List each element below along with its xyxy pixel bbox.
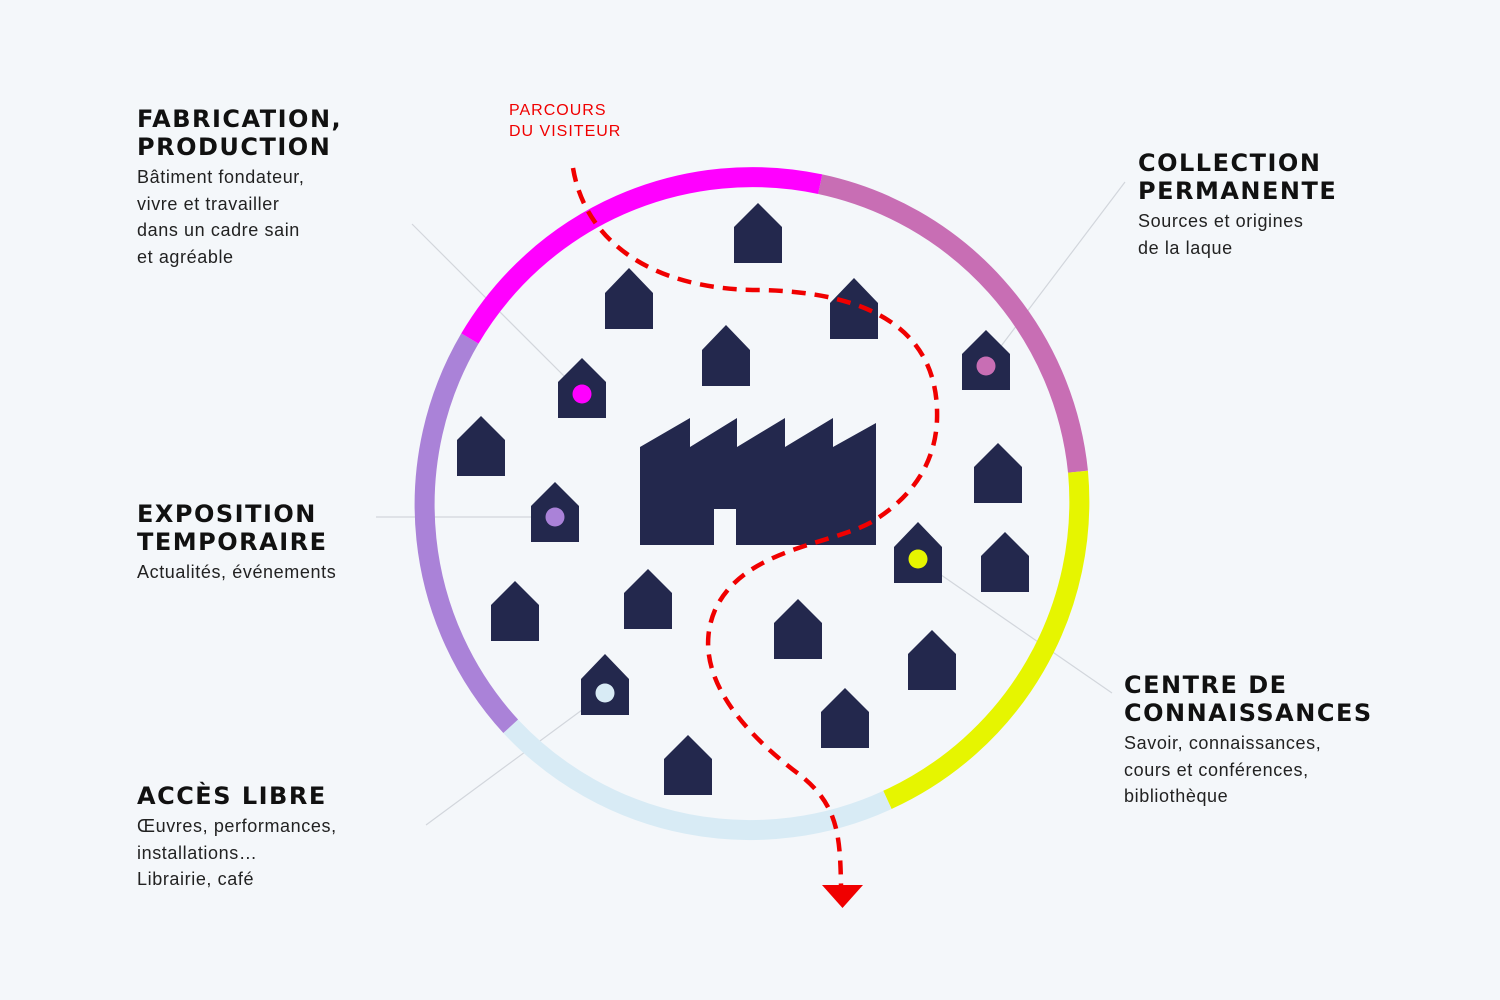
zone-description: Œuvres, performances, installations… Lib… — [137, 816, 337, 889]
house-icon — [702, 325, 750, 386]
zone-label-acces: ACCÈS LIBRE Œuvres, performances, instal… — [137, 782, 337, 893]
house-icon — [624, 569, 672, 629]
leader-line-centre — [917, 558, 1113, 694]
zone-title-line: CENTRE DE — [1124, 671, 1288, 699]
ring-segment-collection — [818, 174, 1088, 473]
factory-icon — [640, 418, 876, 545]
zone-description: Bâtiment fondateur, vivre et travailler … — [137, 167, 305, 267]
zone-title-line: PERMANENTE — [1138, 177, 1338, 205]
house-icon — [821, 688, 869, 748]
visitor-path — [570, 167, 940, 886]
zone-label-collection: COLLECTION PERMANENTE Sources et origine… — [1138, 149, 1337, 261]
visitor-path-arrowhead — [822, 885, 863, 908]
house-icon — [491, 581, 539, 641]
house-icon — [664, 735, 712, 795]
zone-title-line: CONNAISSANCES — [1124, 699, 1373, 727]
leader-line-acces — [425, 692, 606, 826]
house-icon — [830, 278, 878, 339]
zone-label-exposition: EXPOSITION TEMPORAIRE Actualités, événem… — [137, 500, 336, 586]
marker-collection — [976, 356, 996, 376]
marker-acces — [595, 683, 615, 703]
zone-title-line: EXPOSITION — [137, 500, 317, 528]
visitor-path-label: PARCOURS DU VISITEUR — [509, 102, 622, 140]
zone-markers — [545, 356, 996, 703]
house-icon — [974, 443, 1022, 503]
houses — [457, 203, 1029, 795]
marker-exposition — [545, 507, 565, 527]
zone-title-line: FABRICATION, — [137, 105, 343, 133]
leader-line-collection — [985, 181, 1126, 367]
house-icon — [908, 630, 956, 690]
marker-fabrication — [572, 384, 592, 404]
house-icon — [774, 599, 822, 659]
zone-description: Sources et origines de la laque — [1138, 211, 1304, 258]
ring-segment-exposition — [414, 333, 519, 734]
zone-label-fabrication: FABRICATION, PRODUCTION Bâtiment fondate… — [137, 105, 342, 270]
zone-description: Savoir, connaissances, cours et conféren… — [1124, 733, 1322, 806]
house-icon — [734, 203, 782, 263]
marker-centre — [908, 549, 928, 569]
zone-title: FABRICATION, PRODUCTION — [137, 105, 342, 161]
zone-title: COLLECTION PERMANENTE — [1138, 149, 1337, 205]
zone-title: ACCÈS LIBRE — [137, 782, 337, 810]
zone-ring — [414, 167, 1090, 841]
house-icon — [605, 268, 653, 329]
house-icon — [457, 416, 505, 476]
zone-description: Actualités, événements — [137, 562, 337, 582]
zone-title: EXPOSITION TEMPORAIRE — [137, 500, 336, 556]
house-icon — [981, 532, 1029, 592]
zone-title-line: TEMPORAIRE — [137, 528, 328, 556]
zone-label-centre: CENTRE DE CONNAISSANCES Savoir, connaiss… — [1124, 671, 1373, 810]
zone-title-line: PRODUCTION — [137, 133, 332, 161]
zone-title-line: COLLECTION — [1138, 149, 1322, 177]
ring-segment-centre — [883, 470, 1090, 809]
zone-title-line: ACCÈS LIBRE — [137, 782, 327, 810]
ring-segment-fabrication — [461, 167, 823, 344]
zone-title: CENTRE DE CONNAISSANCES — [1124, 671, 1373, 727]
